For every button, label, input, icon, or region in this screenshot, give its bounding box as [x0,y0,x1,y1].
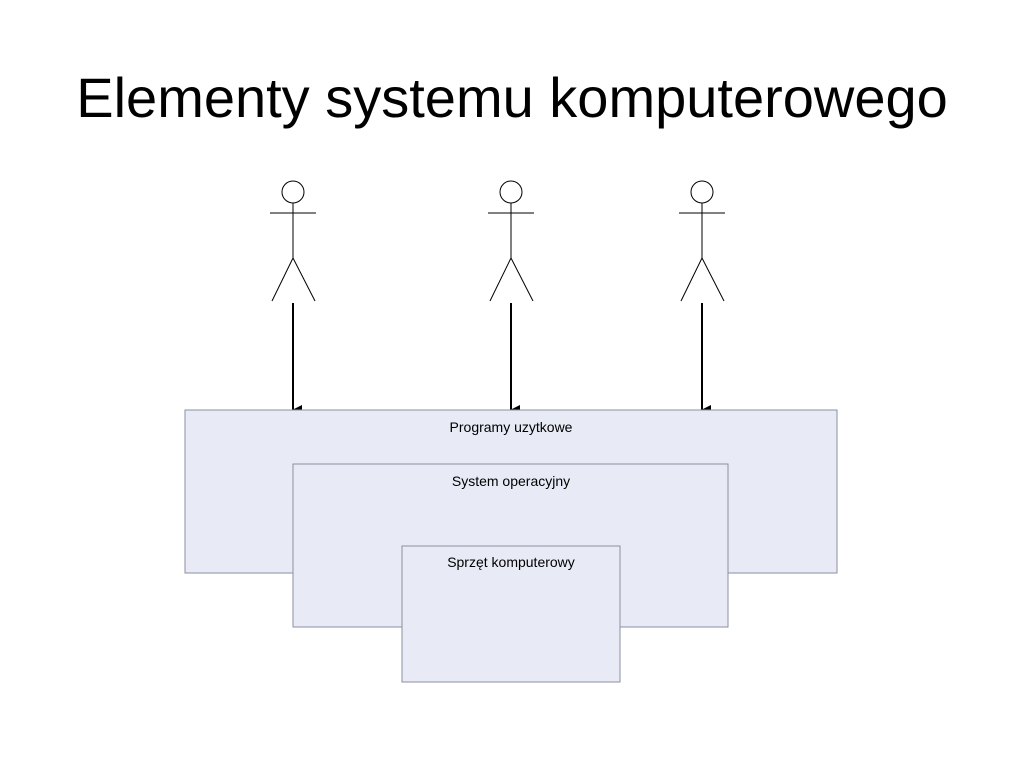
user-figure-1 [270,180,316,302]
layer-label-operating-system: System operacyjny [452,473,570,489]
layer-label-applications: Programy uzytkowe [450,419,573,435]
user-figure-3 [679,180,725,302]
layer-box-hardware [401,545,621,683]
user-figure-2 [488,180,534,302]
layer-label-hardware: Sprzęt komputerowy [447,554,575,570]
slide-title: Elementy systemu komputerowego [76,66,948,129]
